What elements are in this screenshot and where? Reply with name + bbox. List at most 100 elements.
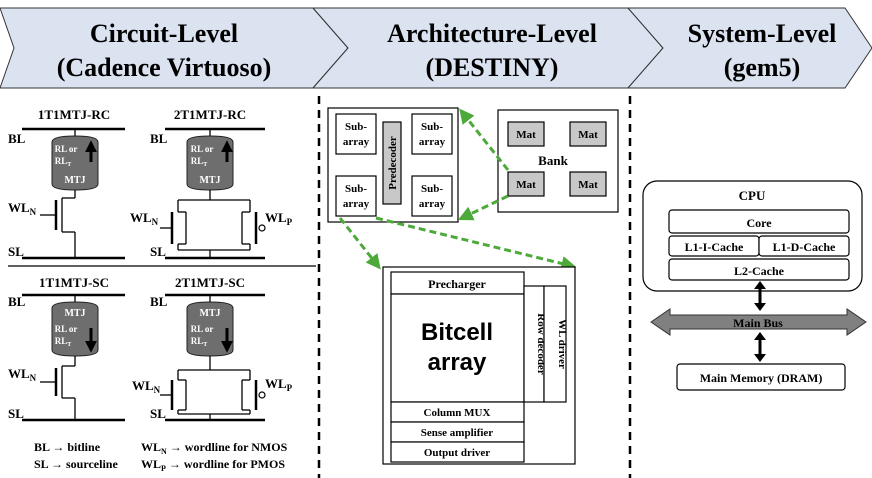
subarray-text: Sub- [421,121,443,133]
wl-n-label: WLN [8,366,37,383]
output-driver-text: Output driver [424,447,490,459]
mat-box [507,121,545,147]
precharger-text: Precharger [428,277,486,291]
subarray-text: Sub- [345,121,367,133]
mat-box [569,171,607,197]
wl-n-label: WLN [132,378,161,395]
cpu-text: CPU [739,188,766,203]
sense-amp-text: Sense amplifier [421,427,494,439]
circuit-legend: BL → bitline SL → sourceline WLN → wordl… [34,440,288,473]
l1d-text: L1-D-Cache [773,240,836,254]
rl-t-text: RLT [55,156,72,168]
circuit-level-subtitle: (Cadence Virtuoso) [57,53,271,82]
bitcell-array-box [390,293,525,403]
cell-1t1mtj-rc: 1T1MTJ-RC BL RL or RLT MTJ WLN SL [8,107,125,260]
header-bar: Circuit-Level (Cadence Virtuoso) Archite… [0,7,872,89]
system-level-title: System-Level [688,19,837,48]
wl-n-label: WLN [8,200,37,217]
l2-box [668,258,850,281]
l1d-box [758,235,850,257]
cell-title: 2T1MTJ-SC [175,275,245,290]
predecoder-box [382,121,402,205]
mat-text: Mat [578,129,598,141]
main-bus-arrow [650,308,867,336]
mat-text: Mat [578,179,598,191]
bank-block: Mat Mat Bank Mat Mat [497,109,619,213]
wl-driver-box [543,285,567,403]
main-bus-text: Main Bus [733,316,783,330]
subarray-text: array [343,198,370,210]
circuit-level-title: Circuit-Level [90,19,238,48]
subarray-text: Sub- [421,183,443,195]
architecture-level-title: Architecture-Level [387,19,597,48]
mat-text: Mat [516,179,536,191]
main-memory-box [676,363,846,391]
mtj-text: MTJ [199,308,220,319]
bl-label: BL [150,131,168,146]
wl-driver-text: WL driver [556,319,568,369]
output-driver-box [390,441,525,463]
zoom-arrows [338,108,577,271]
subarray-box [411,113,453,155]
subarray-box [335,113,377,155]
bitcell-text: Bitcell [421,319,493,346]
mtj-text: MTJ [64,308,85,319]
architecture-level-subtitle: (DESTINY) [426,53,559,82]
system-level-subtitle: (gem5) [724,53,801,82]
subarray-detail: Precharger Bitcell array Row decoder WL … [382,266,576,465]
core-box [668,209,850,234]
legend-wlp: WLP → wordline for PMOS [141,457,285,473]
rl-t-text: RLT [191,336,208,348]
sl-label: SL [150,406,166,421]
mtj-text: MTJ [64,175,85,186]
subarray-text: Sub- [345,183,367,195]
sl-label: SL [8,244,24,259]
core-text: Core [746,216,772,230]
subarray-text: array [419,198,446,210]
rl-text: RL or [55,144,78,154]
cell-2t1mtj-sc: 2T1MTJ-SC BL MTJ RL or RLT WLN WLP SL [132,275,293,422]
sl-label: SL [150,244,166,259]
mat-block: Sub- array Sub- array Sub- array Sub- ar… [327,107,459,223]
mtj-text: MTJ [199,175,220,186]
rl-t-text: RLT [55,336,72,348]
rl-text: RL or [191,324,214,334]
bl-label: BL [8,131,26,146]
subarray-box [335,175,377,217]
wl-n-label: WLN [130,210,159,227]
l1i-text: L1-I-Cache [685,240,744,254]
bl-label: BL [8,294,26,309]
cpu-bus-arrowheads [754,281,766,311]
system-diagram: CPU Core L1-I-Cache L1-D-Cache L2-Cache … [642,180,867,391]
bank-text: Bank [538,153,568,168]
mat-box [507,171,545,197]
cell-title: 2T1MTJ-RC [174,107,246,122]
rl-t-text: RLT [191,156,208,168]
legend-bl: BL → bitline [34,440,101,454]
cell-title: 1T1MTJ-SC [39,275,109,290]
cell-1t1mtj-sc: 1T1MTJ-SC BL MTJ RL or RLT WLN SL [8,275,125,422]
sl-label: SL [8,406,24,421]
main-memory-text: Main Memory (DRAM) [700,371,823,385]
rl-text: RL or [55,324,78,334]
mat-box [569,121,607,147]
bl-label: BL [150,294,168,309]
legend-wln: WLN → wordline for NMOS [141,440,288,456]
subarray-text: array [419,136,446,148]
subarray-box [411,175,453,217]
cell-2t1mtj-rc: 2T1MTJ-RC BL RL or RLT MTJ WLN WLP SL [130,107,293,260]
wl-p-label: WLP [265,376,293,393]
system-level-chevron [626,7,872,89]
cell-title: 1T1MTJ-RC [38,107,110,122]
l2-text: L2-Cache [734,264,785,278]
bitcell-text: array [428,349,487,376]
wl-p-label: WLP [265,210,293,227]
mat-text: Mat [516,129,536,141]
subarray-text: array [343,136,370,148]
column-mux-text: Column MUX [424,407,491,419]
legend-sl: SL → sourceline [34,457,118,471]
predecoder-text: Predecoder [387,136,399,190]
rl-text: RL or [191,144,214,154]
bus-memory-arrowheads [754,332,766,362]
